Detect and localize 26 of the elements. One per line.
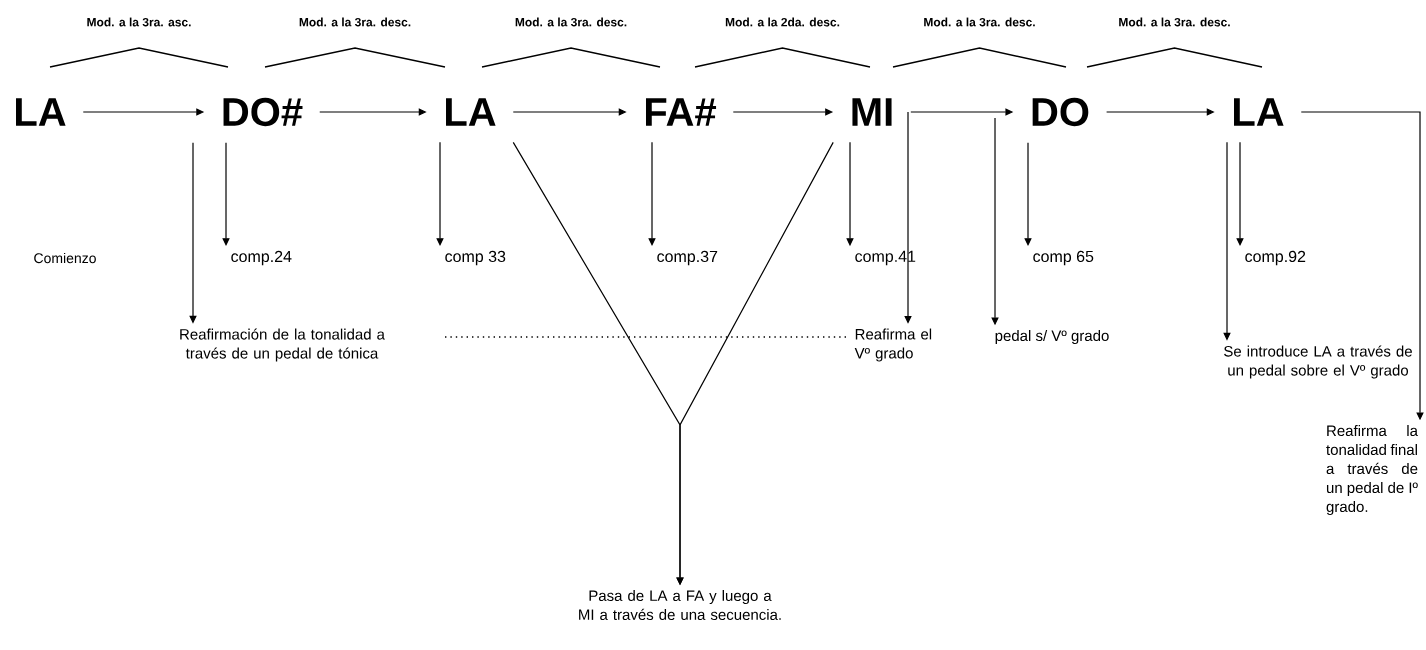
- note-name: DO#: [223, 97, 303, 127]
- annotation-text: Reafirma la tonalidad final a través de un pedal de Iº grado.: [1326, 425, 1418, 515]
- note-name: LA: [446, 98, 496, 126]
- measure-label: comp.37: [657, 250, 718, 266]
- annotation-text: Reafirma el Vº grado: [854, 328, 932, 362]
- start-label: Comienzo: [34, 252, 96, 264]
- note-name: LA: [16, 98, 66, 126]
- annotation-text: Reafirmación de la tonalidad a través de un pedal de tónica: [180, 328, 385, 362]
- annotation-text: Pasa de LA a FA y luego a MI a través de una secuencia.: [579, 590, 781, 621]
- measure-label: comp 65: [1033, 250, 1094, 266]
- modulation-label: Mod. a la 2da. desc.: [725, 17, 840, 27]
- note-name: MI: [852, 98, 892, 126]
- note-name: LA: [1234, 98, 1284, 126]
- annotation-text: Se introduce LA a través de un pedal sobre el Vº grado: [1224, 345, 1412, 379]
- modulation-label: Mod. a la 3ra. desc.: [924, 17, 1035, 27]
- note-name: DO: [1032, 97, 1089, 127]
- measure-label: comp.24: [231, 250, 292, 266]
- measure-label: comp 33: [445, 250, 506, 266]
- modulation-label: Mod. a la 3ra. desc.: [515, 17, 627, 27]
- modulation-label: Mod. a la 3ra. asc.: [87, 17, 191, 27]
- modulation-label: Mod. a la 3ra. desc.: [299, 17, 411, 27]
- arrow: [904, 111, 912, 324]
- annotation-text: pedal s/ Vº grado: [995, 330, 1109, 344]
- measure-label: comp.92: [1245, 250, 1306, 266]
- note-name: FA#: [646, 98, 717, 126]
- modulation-label: Mod. a la 3ra. desc.: [1119, 17, 1230, 27]
